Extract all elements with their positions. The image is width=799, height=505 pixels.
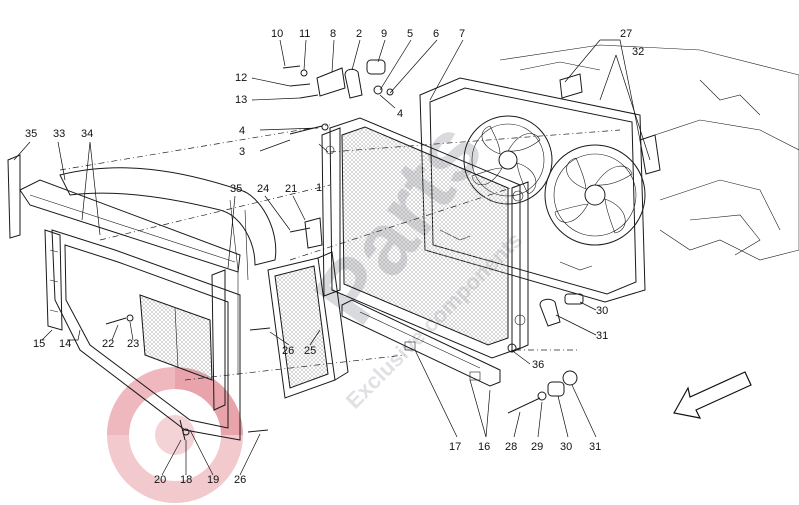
callout-25: 25	[304, 345, 316, 357]
callout-14: 14	[59, 338, 71, 350]
rubber-mount-30	[547, 381, 565, 397]
callout-34: 34	[81, 128, 93, 140]
washer-29	[537, 391, 547, 401]
callout-30-upper: 30	[596, 305, 608, 317]
callout-3: 3	[239, 146, 245, 158]
bolt-26-lower	[247, 429, 269, 433]
callout-26-lower: 26	[234, 474, 246, 486]
callout-28: 28	[505, 441, 517, 453]
bolt-12	[289, 83, 311, 87]
upper-cross-member	[19, 179, 241, 273]
callout-2: 2	[356, 28, 362, 40]
callout-8: 8	[330, 28, 336, 40]
alignment-lines	[59, 124, 621, 381]
bolt-10	[282, 65, 301, 69]
callout-11: 11	[299, 28, 310, 40]
leader-lines	[13, 39, 651, 476]
mount-2	[344, 68, 363, 99]
bolt-20	[179, 419, 186, 441]
bracket-27	[639, 134, 661, 175]
callout-21: 21	[285, 183, 297, 195]
callout-labels: 1 2 3 4 4 5 6 7 8 9 10 11 12 13 14 15 16…	[25, 28, 644, 486]
bolt-26-upper	[249, 327, 271, 331]
callout-31-lower: 31	[589, 441, 601, 453]
bracket-8	[316, 67, 346, 97]
nut-6	[386, 88, 394, 96]
callout-18: 18	[180, 474, 192, 486]
cap-31	[562, 370, 578, 386]
washer-5	[373, 85, 383, 95]
callout-27: 27	[620, 28, 632, 40]
radiator-core	[321, 117, 529, 359]
callout-31-upper: 31	[596, 330, 608, 342]
callout-5: 5	[407, 28, 413, 40]
callout-7: 7	[459, 28, 465, 40]
callout-15: 15	[33, 338, 45, 350]
callout-35-left: 35	[25, 128, 37, 140]
lower-support-bracket	[341, 299, 501, 387]
callout-6: 6	[433, 28, 439, 40]
callout-19: 19	[207, 474, 219, 486]
callout-12: 12	[235, 72, 247, 84]
callout-13: 13	[235, 94, 247, 106]
seal-strips	[7, 154, 277, 411]
callout-33: 33	[53, 128, 65, 140]
callout-20: 20	[154, 474, 166, 486]
callout-1: 1	[316, 182, 322, 194]
callout-35-center: 35	[230, 183, 242, 195]
side-bracket	[44, 229, 63, 331]
bolt-24	[289, 227, 311, 233]
rubber-mount-9	[366, 59, 386, 75]
callout-16: 16	[478, 441, 490, 453]
bracket-21	[304, 217, 323, 249]
washer-11	[300, 69, 308, 77]
front-grille-panel	[51, 229, 241, 441]
bracket-32	[559, 73, 583, 99]
callout-10: 10	[271, 28, 283, 40]
mount-30	[564, 293, 584, 305]
mount-31	[539, 298, 561, 327]
vehicle-frame	[499, 44, 799, 261]
callout-26-upper: 26	[282, 345, 294, 357]
callout-22: 22	[102, 338, 114, 350]
callout-30-lower: 30	[560, 441, 572, 453]
right-cooling-fan	[544, 144, 646, 246]
callout-32: 32	[632, 46, 644, 58]
condenser-unit	[267, 251, 349, 399]
bolt-36	[507, 343, 517, 353]
bolt-28	[507, 397, 541, 414]
callout-17: 17	[449, 441, 461, 453]
callout-23: 23	[127, 338, 139, 350]
front-direction-arrow	[673, 371, 752, 419]
callout-36: 36	[532, 359, 544, 371]
bolt-22	[105, 317, 127, 325]
washer-18	[182, 428, 190, 436]
callout-4-right: 4	[397, 108, 403, 120]
callout-29: 29	[531, 441, 543, 453]
bolt-13	[299, 94, 319, 99]
watermark-logo	[107, 367, 243, 503]
washer-23	[126, 314, 134, 322]
callout-9: 9	[381, 28, 387, 40]
callout-24: 24	[257, 183, 269, 195]
callout-4-left: 4	[239, 125, 245, 137]
